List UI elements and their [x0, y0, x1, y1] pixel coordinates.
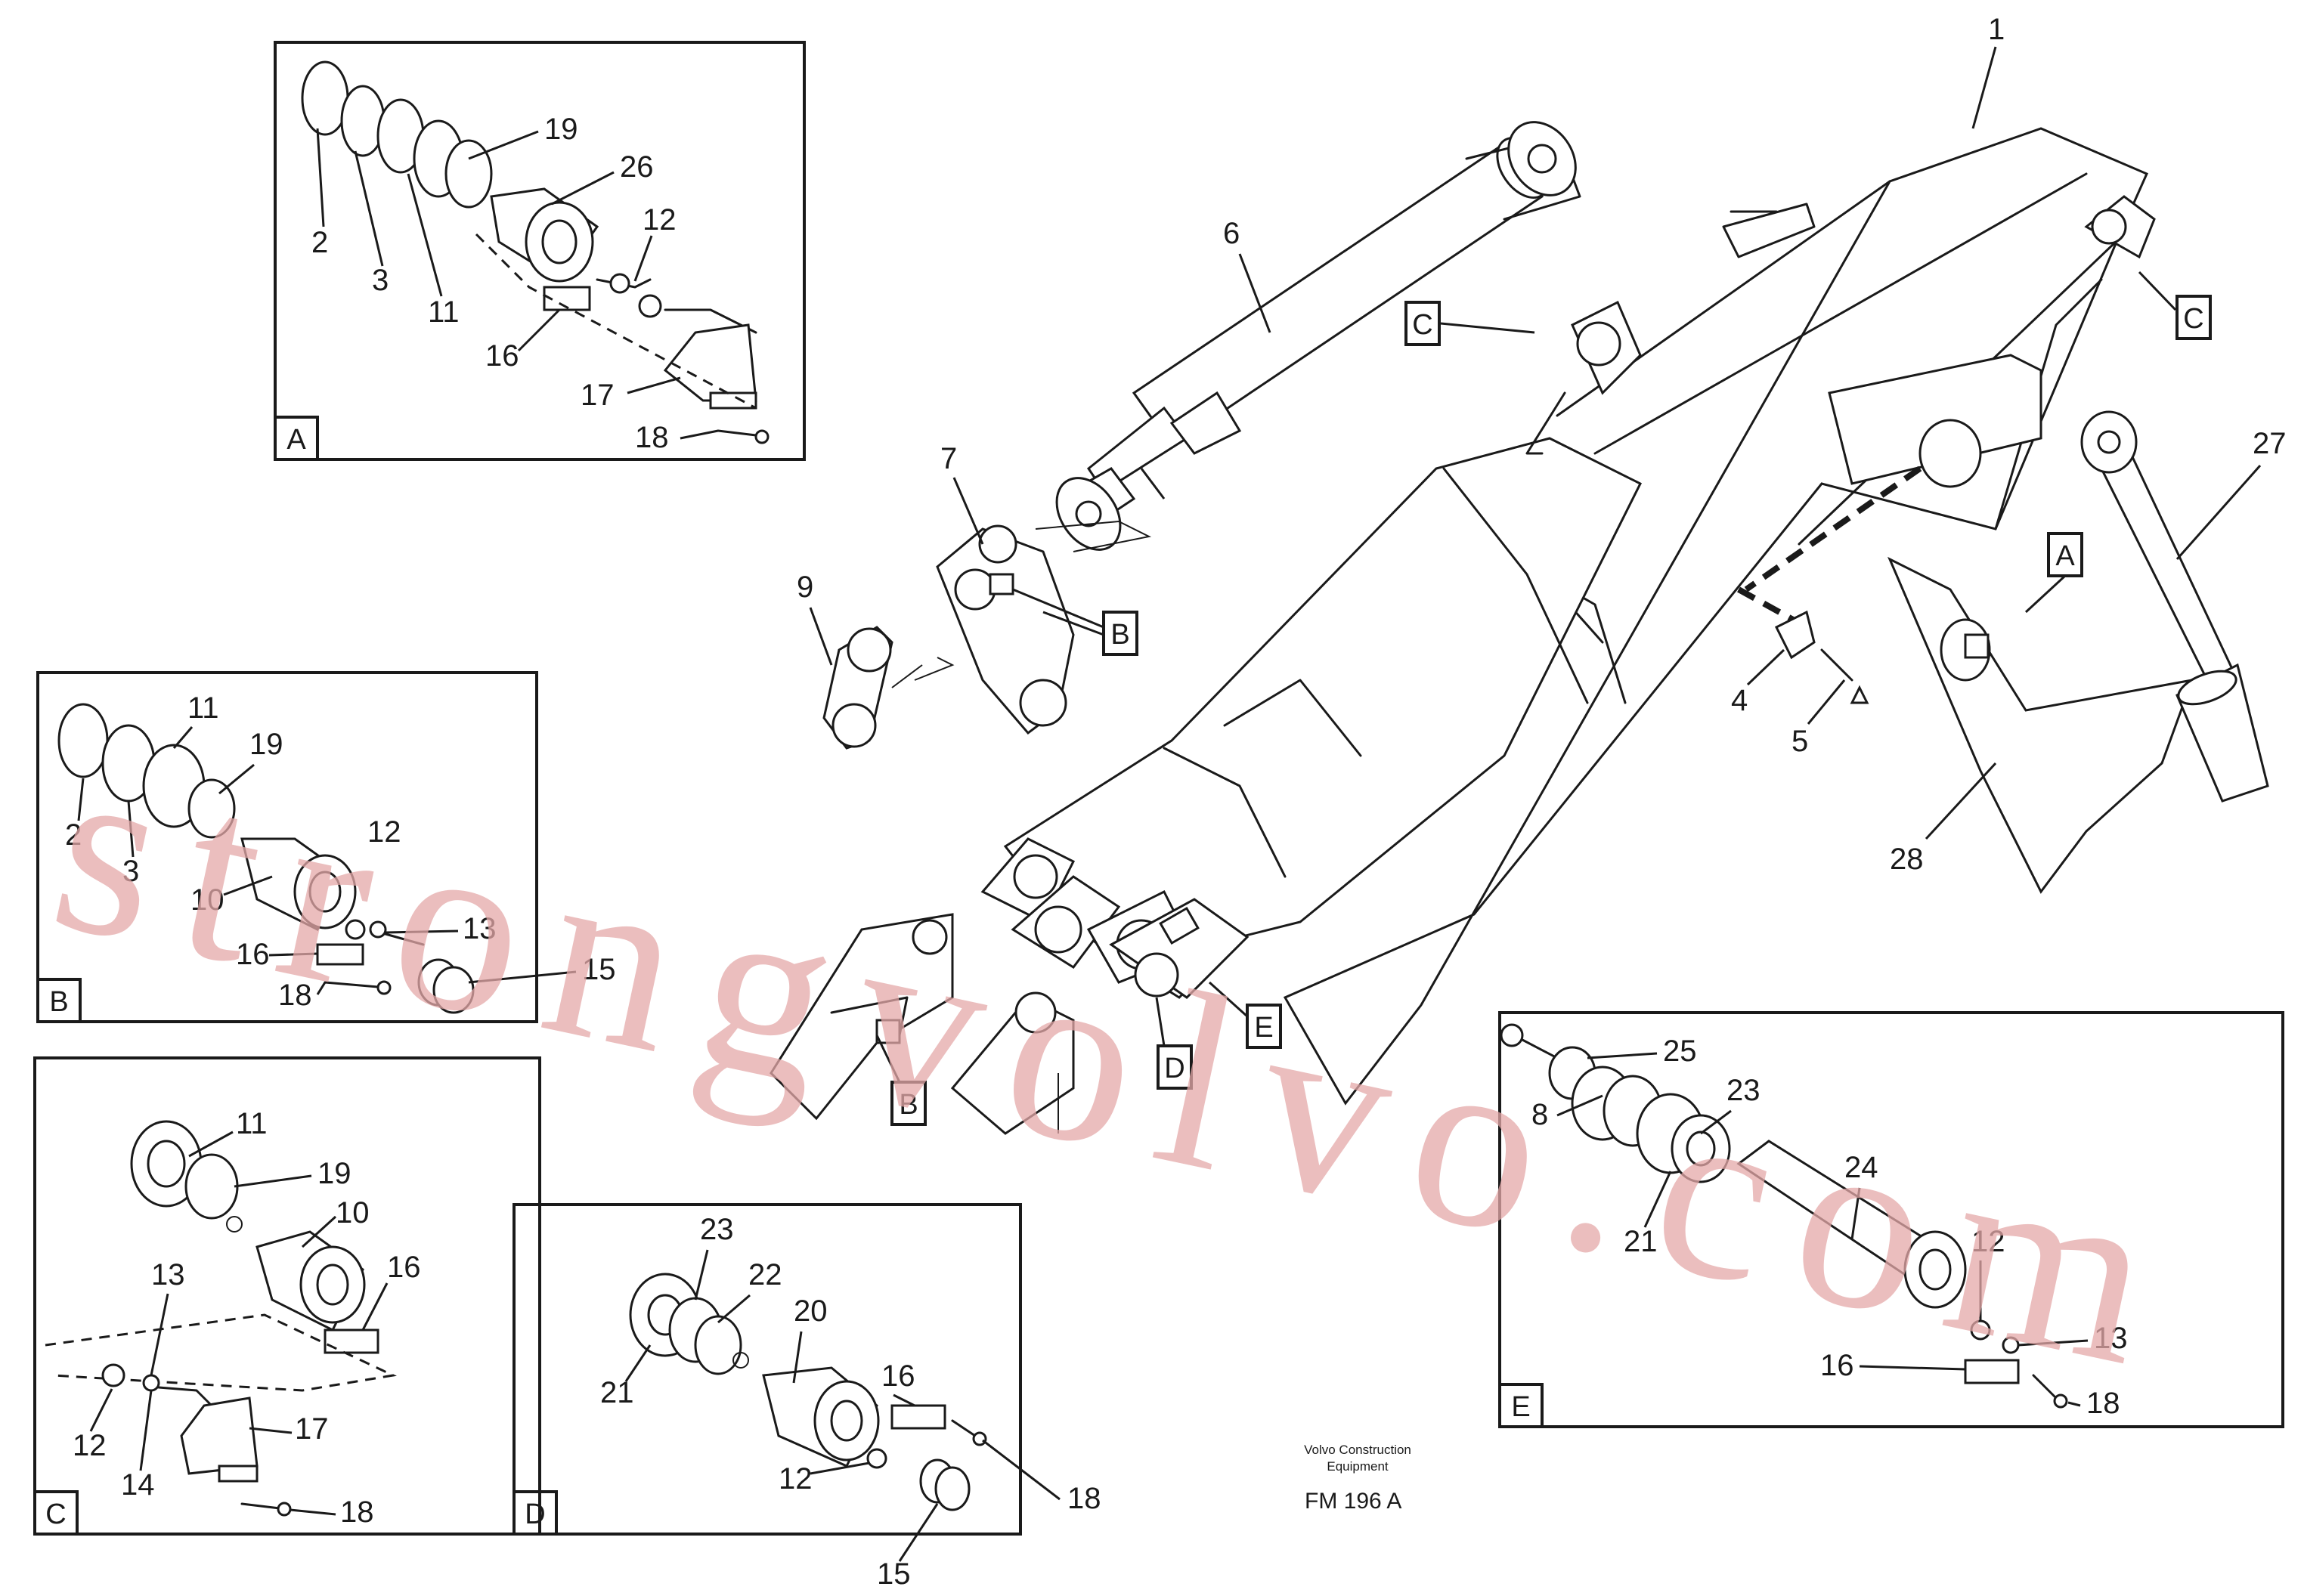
svg-text:8: 8 [1531, 1098, 1548, 1131]
svg-text:C: C [45, 1499, 66, 1530]
ref-label-d: D [1155, 997, 1193, 1090]
svg-text:11: 11 [236, 1107, 268, 1140]
svg-text:6: 6 [1223, 217, 1240, 250]
ref-label-e: E [1208, 981, 1282, 1049]
svg-text:18: 18 [635, 421, 669, 454]
svg-text:Volvo Construction: Volvo Construction [1304, 1443, 1411, 1457]
svg-text:2: 2 [65, 818, 82, 852]
svg-text:10: 10 [190, 883, 225, 917]
svg-text:22: 22 [748, 1258, 782, 1291]
ref-label-b-lower: B [875, 1035, 927, 1126]
svg-text:17: 17 [581, 379, 615, 412]
svg-text:18: 18 [340, 1495, 374, 1529]
svg-text:E: E [1254, 1012, 1273, 1044]
svg-text:12: 12 [779, 1462, 813, 1495]
svg-text:20: 20 [794, 1294, 828, 1328]
svg-text:23: 23 [700, 1213, 734, 1246]
svg-text:18: 18 [2086, 1387, 2120, 1420]
svg-text:D: D [525, 1499, 545, 1530]
svg-text:13: 13 [463, 912, 497, 945]
svg-text:24: 24 [1844, 1151, 1878, 1184]
svg-text:12: 12 [73, 1429, 107, 1462]
svg-text:3: 3 [372, 264, 389, 297]
svg-text:27: 27 [2253, 427, 2287, 460]
inset-d: D 23 22 20 16 21 12 18 15 [513, 1203, 1101, 1591]
svg-text:5: 5 [1791, 725, 1808, 758]
svg-text:C: C [1412, 309, 1432, 341]
svg-text:C: C [2183, 303, 2203, 335]
link-parts [822, 520, 1152, 750]
svg-text:B: B [49, 986, 68, 1018]
svg-text:15: 15 [877, 1557, 911, 1591]
svg-text:12: 12 [643, 203, 677, 237]
svg-text:D: D [1164, 1053, 1185, 1084]
svg-text:Equipment: Equipment [1327, 1459, 1389, 1474]
svg-text:3: 3 [122, 855, 139, 888]
svg-text:2: 2 [311, 226, 328, 259]
svg-text:16: 16 [1820, 1349, 1854, 1382]
svg-text:B: B [899, 1089, 918, 1121]
svg-text:1: 1 [1988, 13, 2005, 46]
svg-text:28: 28 [1890, 843, 1924, 876]
svg-text:E: E [1511, 1391, 1530, 1423]
svg-text:13: 13 [151, 1258, 185, 1291]
svg-text:25: 25 [1663, 1035, 1697, 1068]
svg-text:15: 15 [582, 953, 616, 986]
svg-text:16: 16 [485, 339, 519, 373]
svg-text:7: 7 [940, 442, 957, 475]
boom-cylinder [1055, 121, 1581, 551]
svg-text:13: 13 [2094, 1322, 2128, 1355]
base-mount [1737, 354, 2269, 894]
ref-label-b-upper: B [1012, 588, 1138, 656]
svg-text:17: 17 [295, 1412, 329, 1446]
inset-b: B 11 19 2 3 10 12 16 13 18 15 [36, 671, 616, 1023]
svg-text:16: 16 [881, 1359, 915, 1393]
inset-c: C 11 19 10 13 16 17 12 14 18 [33, 1056, 541, 1536]
svg-text:B: B [1110, 619, 1129, 651]
svg-text:18: 18 [1067, 1482, 1101, 1515]
svg-text:14: 14 [121, 1468, 155, 1502]
svg-text:18: 18 [278, 979, 312, 1012]
svg-text:26: 26 [620, 150, 654, 184]
stick-parts [770, 913, 1075, 1135]
main-callouts: 1 6 27 7 9 4 5 28 [797, 13, 2287, 876]
ref-label-a: A [2024, 532, 2083, 614]
svg-text:4: 4 [1731, 684, 1748, 717]
svg-text:12: 12 [367, 815, 401, 849]
svg-text:23: 23 [1726, 1074, 1761, 1107]
inset-a: A 19 26 2 3 11 12 16 17 [274, 41, 806, 461]
svg-text:19: 19 [317, 1157, 351, 1190]
svg-text:16: 16 [236, 938, 270, 971]
svg-text:A: A [2055, 540, 2075, 572]
svg-text:11: 11 [187, 691, 219, 725]
svg-text:9: 9 [797, 571, 813, 604]
svg-text:11: 11 [428, 295, 460, 329]
inset-e: E 25 23 8 24 21 12 13 16 18 [1498, 1011, 2284, 1428]
ref-label-c-right: C [2138, 271, 2212, 340]
svg-text:16: 16 [387, 1251, 421, 1284]
svg-text:19: 19 [249, 728, 283, 761]
figure-caption: Volvo Construction Equipment FM 196 A [1304, 1443, 1411, 1514]
svg-text:19: 19 [544, 113, 578, 146]
svg-text:12: 12 [1971, 1225, 2005, 1258]
svg-text:10: 10 [336, 1196, 370, 1229]
ref-label-c-left: C [1404, 301, 1535, 346]
svg-text:A: A [286, 424, 306, 456]
svg-text:21: 21 [1624, 1225, 1658, 1258]
svg-text:21: 21 [600, 1376, 634, 1409]
figure-code: FM 196 A [1305, 1489, 1401, 1514]
